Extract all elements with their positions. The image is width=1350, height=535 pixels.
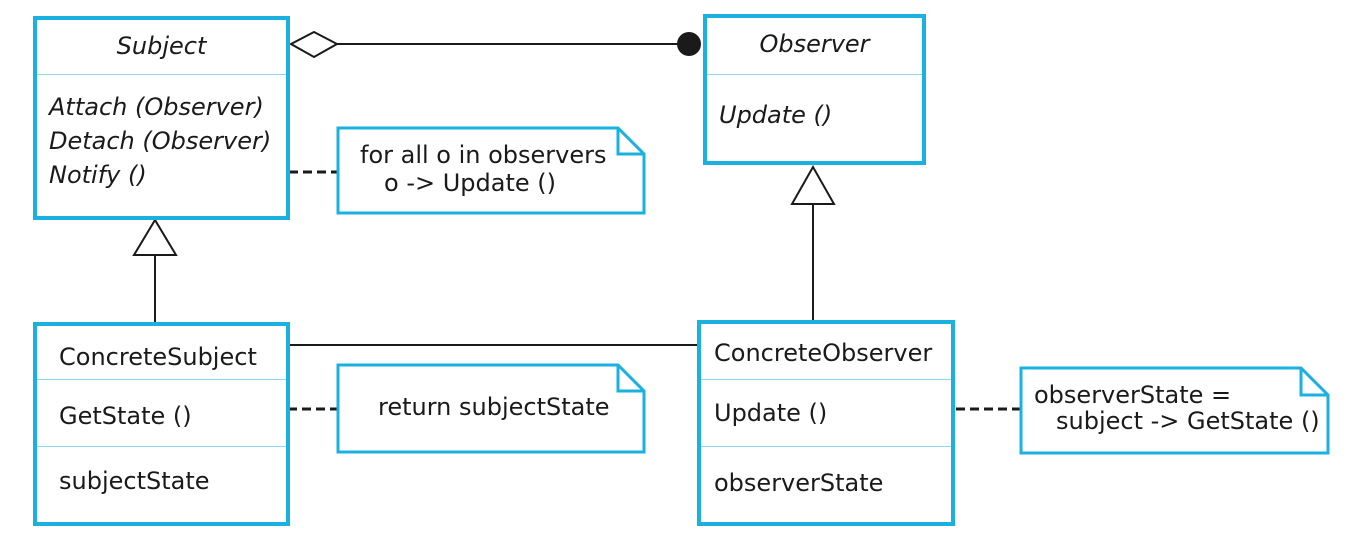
class-concrete-subject-operations: GetState () bbox=[37, 380, 286, 447]
note-update-line-1: observerState = bbox=[1034, 381, 1232, 409]
note-update-line-2: subject -> GetState () bbox=[1056, 407, 1320, 435]
operation-getstate: GetState () bbox=[59, 402, 192, 430]
class-observer-name: Observer bbox=[759, 30, 870, 58]
note-notify-shape bbox=[336, 126, 646, 215]
inheritance-triangle-icon bbox=[790, 164, 836, 205]
class-concrete-observer-header: ConcreteObserver bbox=[701, 324, 951, 380]
attribute-observerstate: observerState bbox=[714, 469, 884, 497]
class-observer: Observer Update () bbox=[703, 14, 926, 165]
class-concrete-observer: ConcreteObserver Update () observerState bbox=[697, 320, 955, 526]
operation-notify: Notify () bbox=[49, 161, 147, 189]
class-observer-header: Observer bbox=[707, 18, 922, 75]
class-concrete-observer-name: ConcreteObserver bbox=[714, 339, 933, 367]
class-concrete-subject-name: ConcreteSubject bbox=[59, 343, 257, 371]
note-notify-line-1: for all o in observers bbox=[360, 141, 607, 169]
note-getstate-line-1: return subjectState bbox=[378, 393, 610, 421]
note-update-shape bbox=[1019, 366, 1330, 455]
class-concrete-subject-attributes: subjectState bbox=[37, 447, 286, 522]
operation-attach: Attach (Observer) bbox=[49, 93, 264, 121]
class-concrete-subject-header: ConcreteSubject bbox=[37, 326, 286, 380]
inheritance-triangle-icon bbox=[132, 218, 178, 256]
attribute-subjectstate: subjectState bbox=[59, 467, 210, 495]
operation-detach: Detach (Observer) bbox=[49, 127, 272, 155]
class-concrete-observer-attributes: observerState bbox=[701, 447, 951, 522]
class-subject-name: Subject bbox=[116, 32, 207, 60]
class-subject-header: Subject bbox=[37, 20, 286, 75]
class-subject: Subject Attach (Observer) Detach (Observ… bbox=[33, 16, 290, 220]
association-end-dot-icon bbox=[677, 32, 701, 56]
aggregation-diamond-icon bbox=[288, 30, 340, 59]
class-concrete-observer-operations: Update () bbox=[701, 380, 951, 447]
note-notify-line-2: o -> Update () bbox=[384, 169, 556, 197]
operation-concrete-update: Update () bbox=[714, 399, 828, 427]
operation-update: Update () bbox=[719, 101, 833, 129]
class-subject-operations: Attach (Observer) Detach (Observer) Noti… bbox=[37, 75, 286, 216]
note-getstate-shape bbox=[336, 363, 646, 454]
class-observer-operations: Update () bbox=[707, 75, 922, 161]
class-concrete-subject: ConcreteSubject GetState () subjectState bbox=[33, 322, 290, 526]
